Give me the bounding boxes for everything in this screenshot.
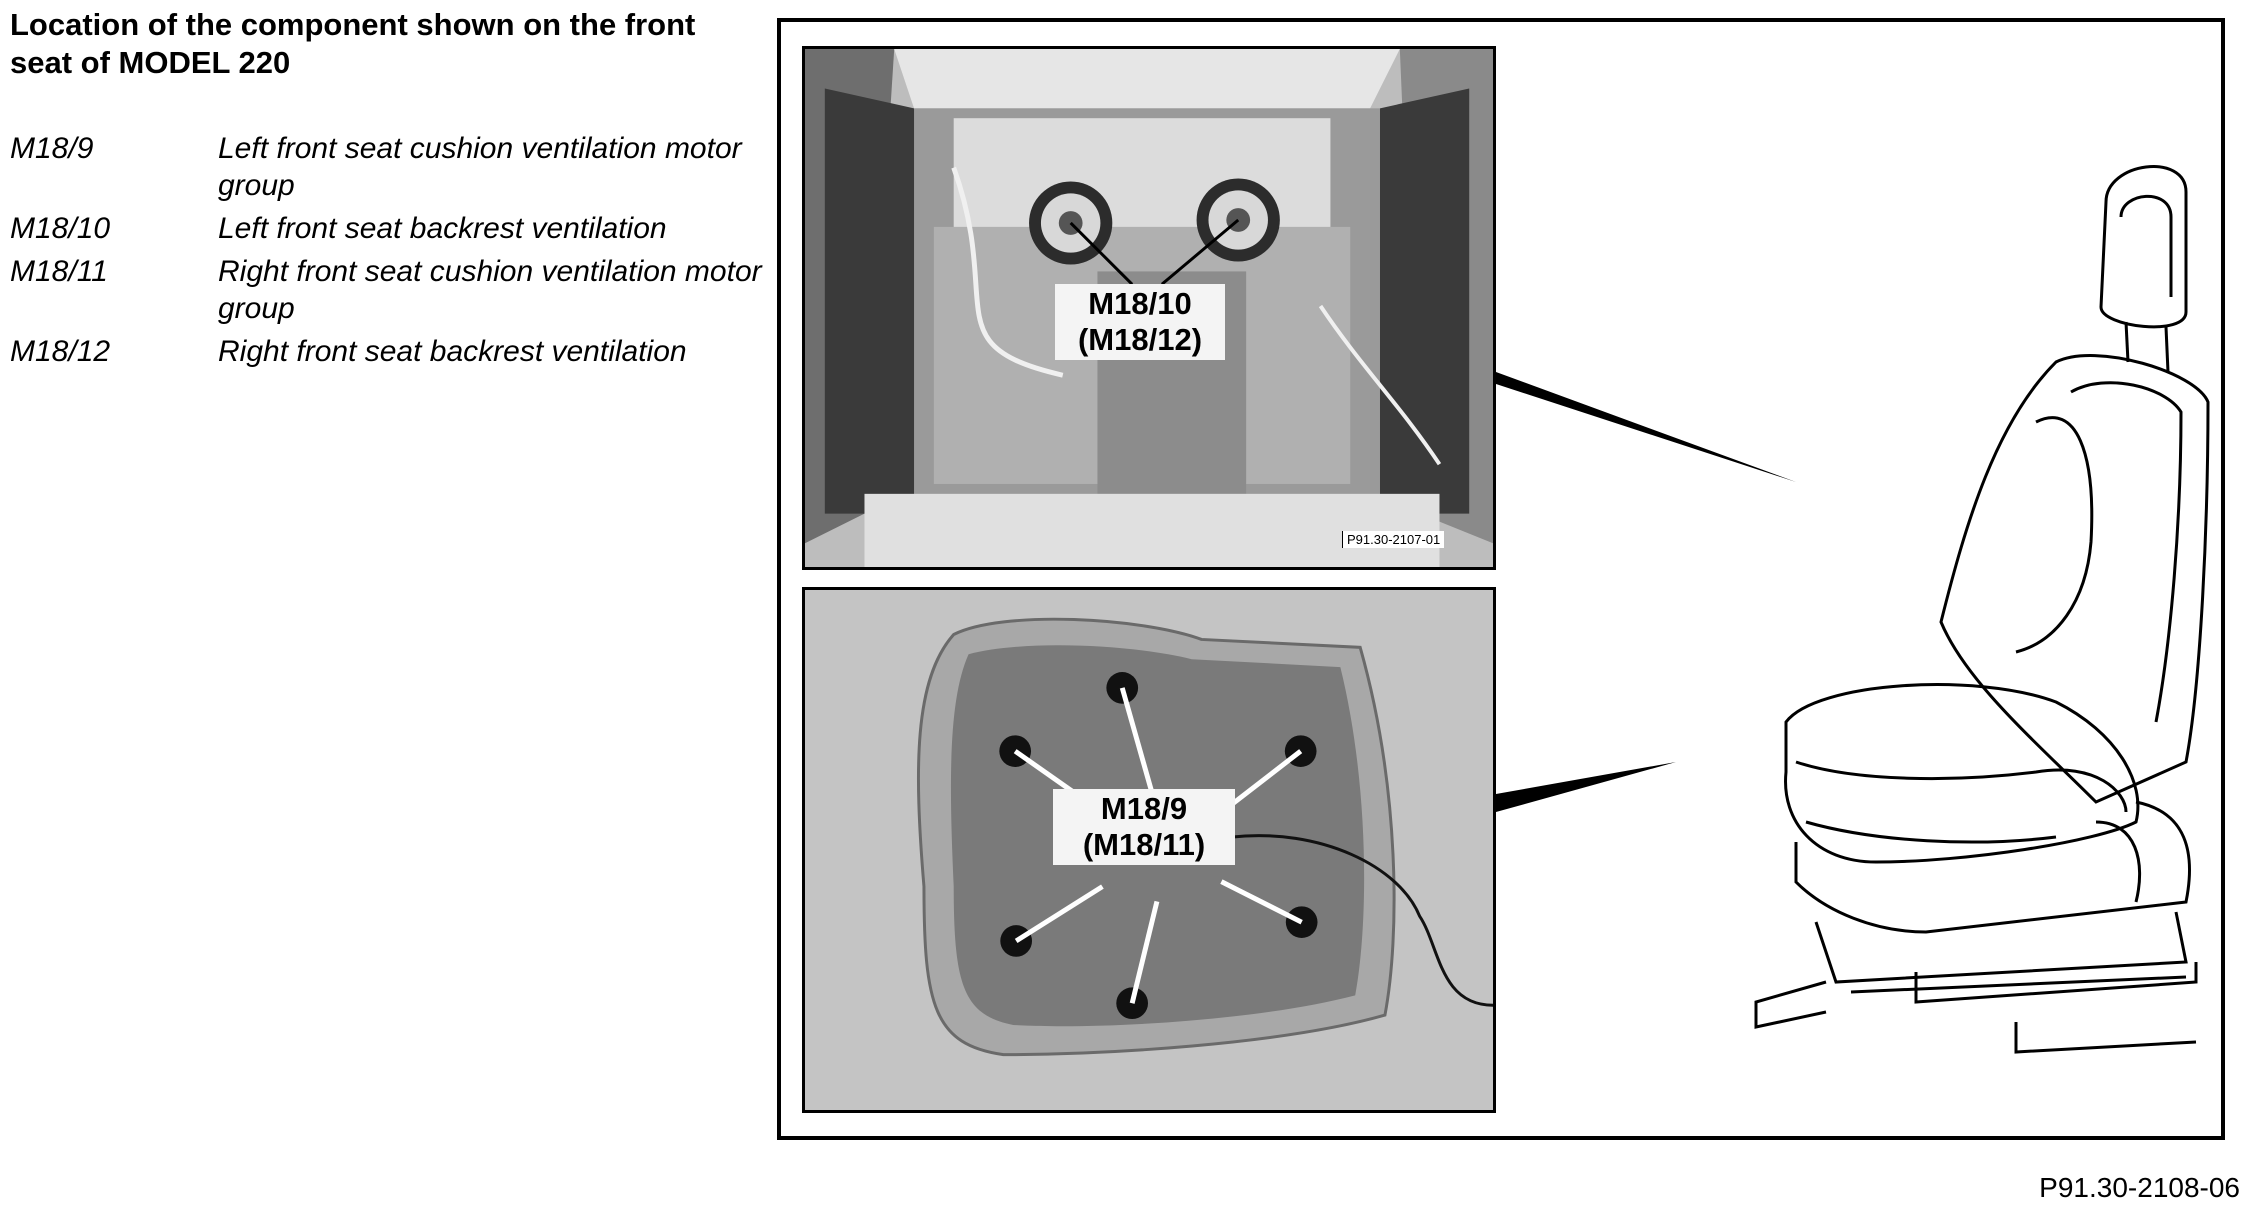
- component-location-figure: M18/10 (M18/12) P91.30-2107-01: [777, 18, 2225, 1140]
- legend-item: M18/12 Right front seat backrest ventila…: [10, 333, 770, 370]
- legend-item: M18/10 Left front seat backrest ventilat…: [10, 210, 770, 247]
- figure-code: P91.30-2108-06: [2039, 1172, 2240, 1203]
- callout-line: M18/10: [1088, 286, 1192, 321]
- legend-item: M18/11 Right front seat cushion ventilat…: [10, 253, 770, 327]
- photo-code: P91.30-2107-01: [1342, 531, 1445, 548]
- legend-description: Right front seat cushion ventilation mot…: [218, 255, 762, 325]
- pointer-to-cushion: [1496, 762, 1676, 812]
- fan-cushion: [1106, 672, 1139, 704]
- fan-cushion: [999, 735, 1032, 767]
- legend-item: M18/9 Left front seat cushion ventilatio…: [10, 130, 770, 204]
- fan-right: [1196, 178, 1280, 262]
- legend-code: M18/9: [10, 132, 94, 165]
- legend-code: M18/11: [10, 255, 108, 288]
- legend-code: M18/10: [10, 212, 111, 245]
- pointer-to-backrest: [1496, 372, 1796, 482]
- legend-description: Left front seat cushion ventilation moto…: [218, 132, 742, 202]
- fan-cushion: [1285, 906, 1318, 938]
- page-title: Location of the component shown on the f…: [10, 7, 696, 80]
- legend-code: M18/12: [10, 335, 111, 368]
- callout-line: M18/9: [1100, 791, 1188, 826]
- legend-description: Left front seat backrest ventilation: [218, 212, 667, 245]
- callout-line: (M18/12): [1077, 322, 1203, 357]
- callout-line: (M18/11): [1082, 827, 1206, 862]
- seat-outline: [1754, 165, 2210, 1054]
- callout-cushion-ventilation: M18/9 (M18/11): [1053, 789, 1235, 865]
- legend-description: Right front seat backrest ventilation: [218, 335, 687, 368]
- component-legend: M18/9 Left front seat cushion ventilatio…: [10, 130, 770, 376]
- front-seat-drawing: [1496, 165, 2210, 1054]
- callout-backrest-ventilation: M18/10 (M18/12): [1055, 284, 1225, 360]
- fan-cushion: [1000, 925, 1033, 957]
